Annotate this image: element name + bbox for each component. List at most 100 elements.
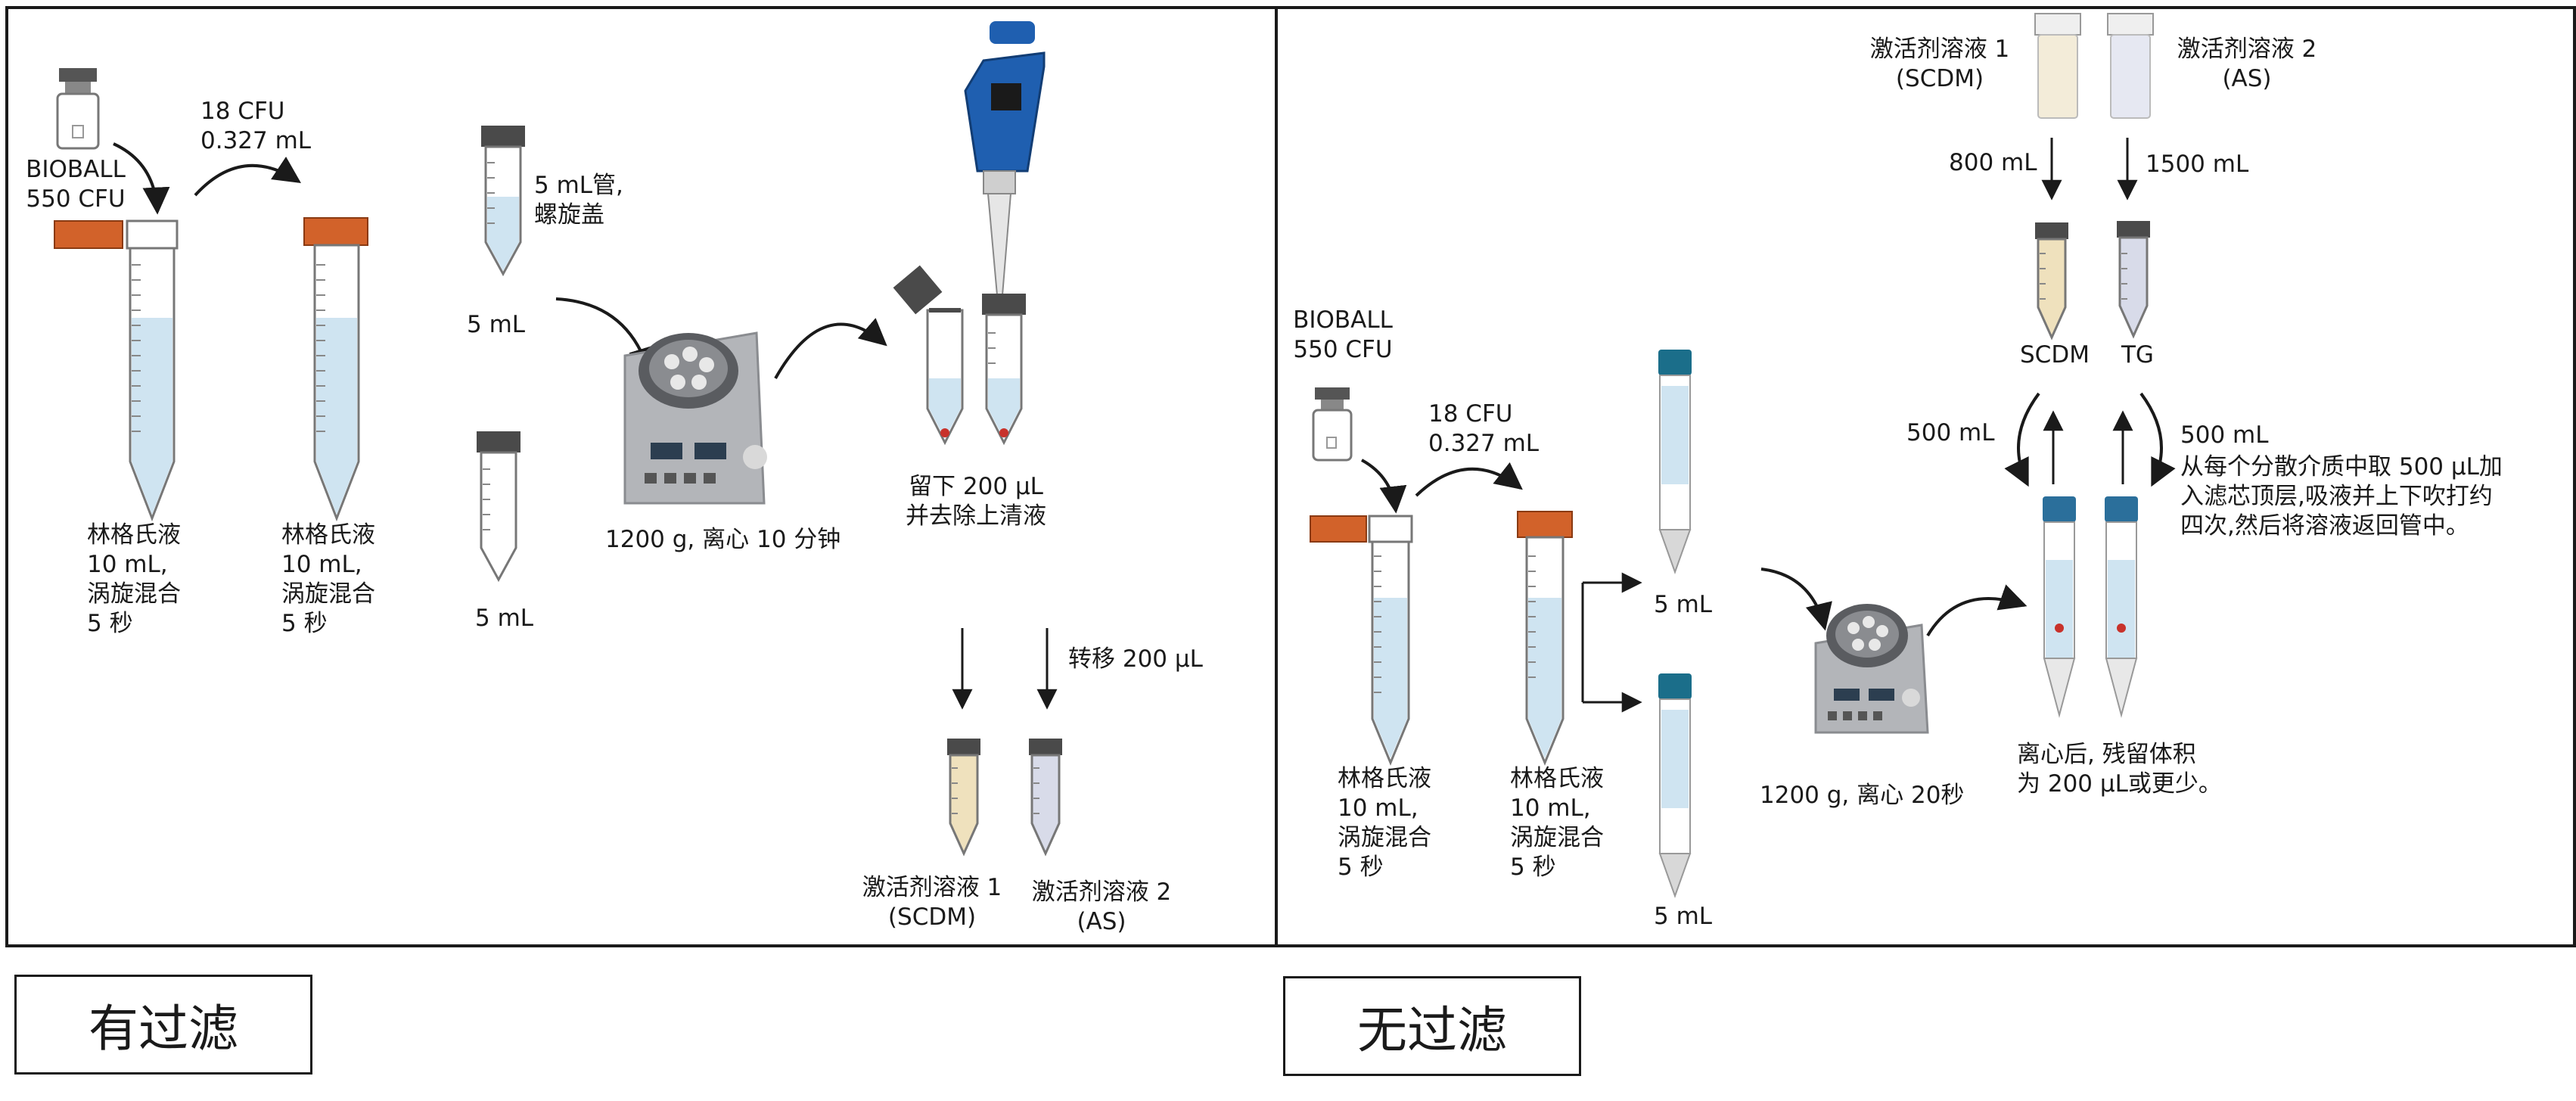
keep-line-1: 留下 200 µL bbox=[909, 473, 1043, 500]
tube1-line-2: 10 mL, bbox=[1338, 795, 1419, 822]
small-tube-icon bbox=[481, 126, 525, 277]
tube2-label: 林格氏液 10 mL, 涡旋混合 5 秒 bbox=[1510, 764, 1604, 882]
tube1-label: 林格氏液 10 mL, 涡旋混合 5 秒 bbox=[1338, 764, 1431, 882]
filter-tube-icon bbox=[2043, 496, 2076, 718]
centrifuge-label: 1200 g, 离心 20秒 bbox=[1760, 782, 1965, 809]
volume-label-a: 5 mL bbox=[467, 311, 526, 338]
tube1-line-3: 涡旋混合 bbox=[87, 580, 181, 608]
tube2-line-1: 林格氏液 bbox=[281, 521, 375, 549]
activator-bottle-1-icon bbox=[2034, 13, 2081, 119]
tube2-line-2: 10 mL, bbox=[281, 551, 362, 578]
tube2-line-3: 涡旋混合 bbox=[281, 580, 375, 608]
panel-tag-filtered: 有过滤 bbox=[14, 975, 312, 1075]
dose-label: 18 CFU 0.327 mL bbox=[1428, 400, 1539, 459]
bioball-vial-icon bbox=[56, 68, 100, 150]
volume-500-left-label: 500 mL bbox=[1906, 419, 1995, 446]
volume-label-b: 5 mL bbox=[475, 605, 534, 632]
tube1-line-1: 林格氏液 bbox=[87, 521, 181, 549]
tube1-label: 林格氏液 10 mL, 涡旋混合 5 秒 bbox=[87, 521, 181, 639]
after-centrifuge-line-1: 离心后, 残留体积 bbox=[2017, 741, 2196, 768]
tube2-line-2: 10 mL, bbox=[1510, 795, 1591, 822]
filter-tube-icon bbox=[1658, 673, 1692, 898]
scdm-tube-icon bbox=[947, 739, 980, 857]
bioball-line-1: BIOBALL bbox=[1293, 306, 1393, 334]
panel-frame-unfiltered bbox=[1275, 6, 2576, 947]
bioball-label: BIOBALL 550 CFU bbox=[1279, 306, 1407, 365]
filter-tube-icon bbox=[1658, 350, 1692, 574]
arrow-scdm-to-filter bbox=[2004, 392, 2040, 487]
instruction-line-2: 入滤芯顶层,吸液并上下吹打约 bbox=[2180, 483, 2493, 510]
tg-label: TG bbox=[2121, 341, 2154, 369]
centrifuge-label: 1200 g, 离心 10 分钟 bbox=[605, 526, 841, 553]
after-centrifuge-label: 离心后, 残留体积 为 200 µL或更少。 bbox=[2017, 740, 2222, 799]
tube2-label: 林格氏液 10 mL, 涡旋混合 5 秒 bbox=[281, 521, 375, 639]
after-centrifuge-line-2: 为 200 µL或更少。 bbox=[2017, 770, 2222, 798]
activator-2-line-2: (AS) bbox=[1077, 908, 1126, 935]
scdm-tube-icon bbox=[2035, 222, 2068, 341]
bioball-line-2: 550 CFU bbox=[26, 185, 126, 213]
closed-tube-icon bbox=[982, 294, 1026, 446]
bioball-line-2: 550 CFU bbox=[1293, 336, 1393, 363]
arrow-tube1-to-tube2 bbox=[1415, 462, 1523, 497]
keep-line-2: 并去除上清液 bbox=[906, 502, 1046, 530]
pipette-icon bbox=[964, 21, 1046, 296]
arrow-tube1-to-tube2 bbox=[194, 157, 301, 197]
dose-line-2: 0.327 mL bbox=[200, 127, 312, 154]
arrow-tg-to-filter bbox=[2139, 392, 2176, 487]
tg-tube-icon bbox=[2117, 221, 2150, 339]
conical-tube-icon bbox=[303, 217, 368, 522]
instruction-line-3: 四次,然后将溶液返回管中。 bbox=[2180, 512, 2469, 540]
activator-1-label: 激活剂溶液 1 (SCDM) bbox=[1849, 35, 2031, 94]
tube-5ml-cap-line-2: 螺旋盖 bbox=[534, 201, 604, 229]
activator-1-line-1: 激活剂溶液 1 bbox=[862, 874, 1002, 901]
tube1-line-1: 林格氏液 bbox=[1338, 765, 1431, 792]
centrifuge-icon bbox=[623, 331, 767, 505]
keep-label: 留下 200 µL 并去除上清液 bbox=[878, 472, 1074, 531]
filter-tube-icon bbox=[2105, 496, 2138, 718]
arrow-centrifuge-to-filter-tubes bbox=[1926, 584, 2028, 637]
panel-tag-unfiltered: 无过滤 bbox=[1283, 976, 1581, 1076]
dose-line-1: 18 CFU bbox=[200, 98, 285, 125]
volume-1500-label: 1500 mL bbox=[2146, 151, 2249, 178]
tube2-line-4: 5 秒 bbox=[281, 610, 328, 637]
conical-tube-icon bbox=[1310, 515, 1413, 766]
volume-500-right-label: 500 mL bbox=[2180, 421, 2269, 449]
tube1-line-3: 涡旋混合 bbox=[1338, 824, 1431, 851]
volume-label-a: 5 mL bbox=[1654, 591, 1713, 618]
transfer-label: 转移 200 µL bbox=[1068, 645, 1203, 673]
bioball-vial-icon bbox=[1312, 387, 1353, 462]
volume-800-label: 800 mL bbox=[1949, 149, 2037, 176]
bioball-label: BIOBALL 550 CFU bbox=[15, 155, 136, 214]
arrow-bioball-to-tube bbox=[113, 142, 170, 215]
dose-label: 18 CFU 0.327 mL bbox=[200, 97, 311, 156]
arrow-bioball-to-tube bbox=[1361, 459, 1407, 514]
bioball-line-1: BIOBALL bbox=[26, 156, 126, 183]
activator-2-label: 激活剂溶液 2 (AS) bbox=[2156, 35, 2338, 94]
activator-bottle-2-icon bbox=[2107, 13, 2154, 119]
arrow-centrifuge-to-tubes bbox=[774, 318, 887, 379]
activator-1-label: 激活剂溶液 1 (SCDM) bbox=[841, 873, 1023, 932]
small-tube-icon bbox=[477, 431, 520, 583]
instruction-label: 从每个分散介质中取 500 µL加 入滤芯顶层,吸液并上下吹打约 四次,然后将溶… bbox=[2180, 453, 2503, 541]
activator-2-line-1: 激活剂溶液 2 bbox=[1031, 879, 1172, 906]
tube1-line-4: 5 秒 bbox=[1338, 854, 1384, 881]
activator-2-line-1: 激活剂溶液 2 bbox=[2177, 36, 2317, 63]
volume-label-b: 5 mL bbox=[1654, 903, 1713, 930]
activator-2-line-2: (AS) bbox=[2222, 65, 2272, 92]
as-tube-icon bbox=[1029, 739, 1062, 857]
tube1-line-4: 5 秒 bbox=[87, 610, 133, 637]
tube2-line-4: 5 秒 bbox=[1510, 854, 1556, 881]
tube1-line-2: 10 mL, bbox=[87, 551, 168, 578]
dose-line-2: 0.327 mL bbox=[1428, 430, 1540, 457]
tube-5ml-cap-label: 5 mL管, 螺旋盖 bbox=[534, 171, 623, 230]
dose-line-1: 18 CFU bbox=[1428, 400, 1513, 428]
conical-tube-icon bbox=[54, 219, 179, 522]
activator-1-line-2: (SCDM) bbox=[1895, 65, 1984, 92]
scdm-label: SCDM bbox=[2020, 341, 2090, 369]
arrow-tubes-to-centrifuge bbox=[1760, 568, 1832, 631]
tube2-line-1: 林格氏液 bbox=[1510, 765, 1604, 792]
instruction-line-1: 从每个分散介质中取 500 µL加 bbox=[2180, 453, 2503, 481]
conical-tube-icon bbox=[1517, 511, 1573, 766]
activator-1-line-1: 激活剂溶液 1 bbox=[1869, 36, 2010, 63]
